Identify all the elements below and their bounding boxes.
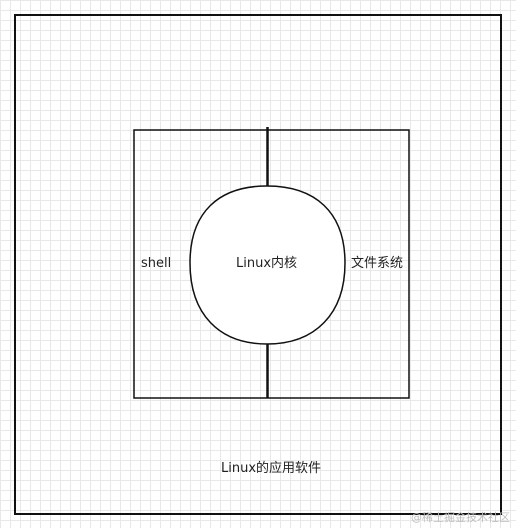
file-system-label: 文件系统 <box>351 256 404 271</box>
applications-label: Linux的应用软件 <box>221 461 322 476</box>
shell-filesystem-layer-box <box>133 129 410 399</box>
kernel-label: Linux内核 <box>236 256 298 271</box>
applications-layer-box <box>14 14 502 515</box>
kernel-shape <box>189 185 346 345</box>
watermark: @稀土掘金技术社区 <box>411 511 510 524</box>
shell-label: shell <box>141 256 172 271</box>
